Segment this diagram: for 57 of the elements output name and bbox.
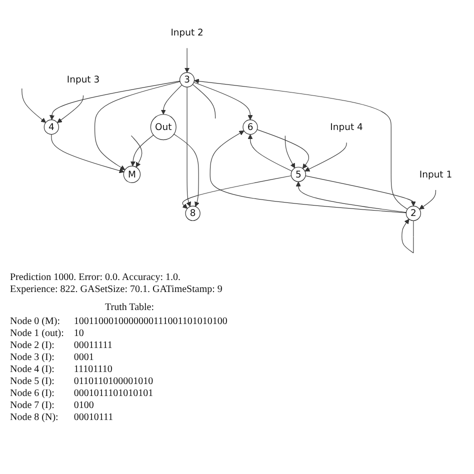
arrow bbox=[57, 95, 84, 123]
arrow bbox=[182, 175, 292, 209]
arrow bbox=[184, 48, 190, 73]
truth-value: 11101110 bbox=[74, 364, 114, 376]
truth-value: 1001100010000000111001101010100 bbox=[74, 316, 228, 328]
arrow bbox=[284, 135, 296, 168]
row-label: Node 5 (I): bbox=[10, 376, 56, 388]
truth-value: 0001011101010101 bbox=[74, 388, 154, 400]
arrow bbox=[174, 134, 200, 207]
row-label: Node 1 (out): bbox=[10, 328, 64, 340]
node-text: Input 4 bbox=[330, 121, 363, 132]
arrow bbox=[49, 80, 180, 120]
arrow bbox=[256, 129, 310, 169]
status-text: Experience: 822. GASetSize: 70.1. GATimeStamp: 9 bbox=[10, 284, 224, 296]
arrow bbox=[402, 218, 414, 254]
node-circle: 2 bbox=[406, 206, 421, 221]
row-label: Node 7 (I): bbox=[10, 400, 56, 412]
arrow bbox=[194, 78, 408, 210]
row-label: Node 4 (I): bbox=[10, 364, 56, 376]
row-label: Node 2 (I): bbox=[10, 340, 56, 352]
arrow bbox=[186, 86, 192, 207]
arrow bbox=[304, 142, 347, 172]
node-circle: 6 bbox=[242, 120, 258, 135]
row-label: Node 3 (I): bbox=[10, 352, 56, 364]
arrow bbox=[94, 81, 180, 170]
node-text: Input 2 bbox=[170, 26, 204, 38]
status-text: Prediction 1000. Error: 0.0. Accuracy: 1.0. bbox=[10, 272, 182, 284]
node-circle: 3 bbox=[180, 72, 195, 88]
truth-value: 00011111 bbox=[74, 340, 114, 352]
node-text: Input 1 bbox=[419, 168, 452, 180]
arrow bbox=[160, 84, 182, 115]
arrow bbox=[248, 134, 292, 172]
arrow bbox=[210, 130, 406, 214]
row-label: Node 8 (N): bbox=[10, 412, 60, 424]
node-circle: M bbox=[123, 166, 141, 183]
row-label: Node 6 (I): bbox=[10, 388, 56, 400]
node-circle: 5 bbox=[290, 166, 306, 182]
arrow bbox=[130, 134, 154, 166]
truth-value: 0001 bbox=[74, 352, 95, 364]
truth-value: 00010111 bbox=[74, 412, 114, 424]
arrow bbox=[296, 181, 407, 213]
truth-value: 10 bbox=[74, 328, 85, 340]
table-heading: Truth Table: bbox=[104, 302, 156, 314]
arrow bbox=[130, 135, 142, 168]
node-circle: 8 bbox=[185, 206, 200, 221]
row-label: Node 0 (M): bbox=[10, 316, 61, 328]
arrow bbox=[419, 190, 436, 210]
arrow bbox=[51, 134, 124, 174]
arrow bbox=[305, 176, 416, 206]
truth-value: 0110110100001010 bbox=[74, 376, 154, 388]
connector bbox=[192, 84, 216, 119]
node-circle: Out bbox=[150, 114, 176, 140]
node-text: Input 3 bbox=[66, 74, 100, 85]
node-circle: 4 bbox=[44, 120, 59, 135]
arrow bbox=[194, 82, 253, 120]
truth-value: 0100 bbox=[74, 400, 95, 412]
arrow bbox=[22, 88, 46, 123]
